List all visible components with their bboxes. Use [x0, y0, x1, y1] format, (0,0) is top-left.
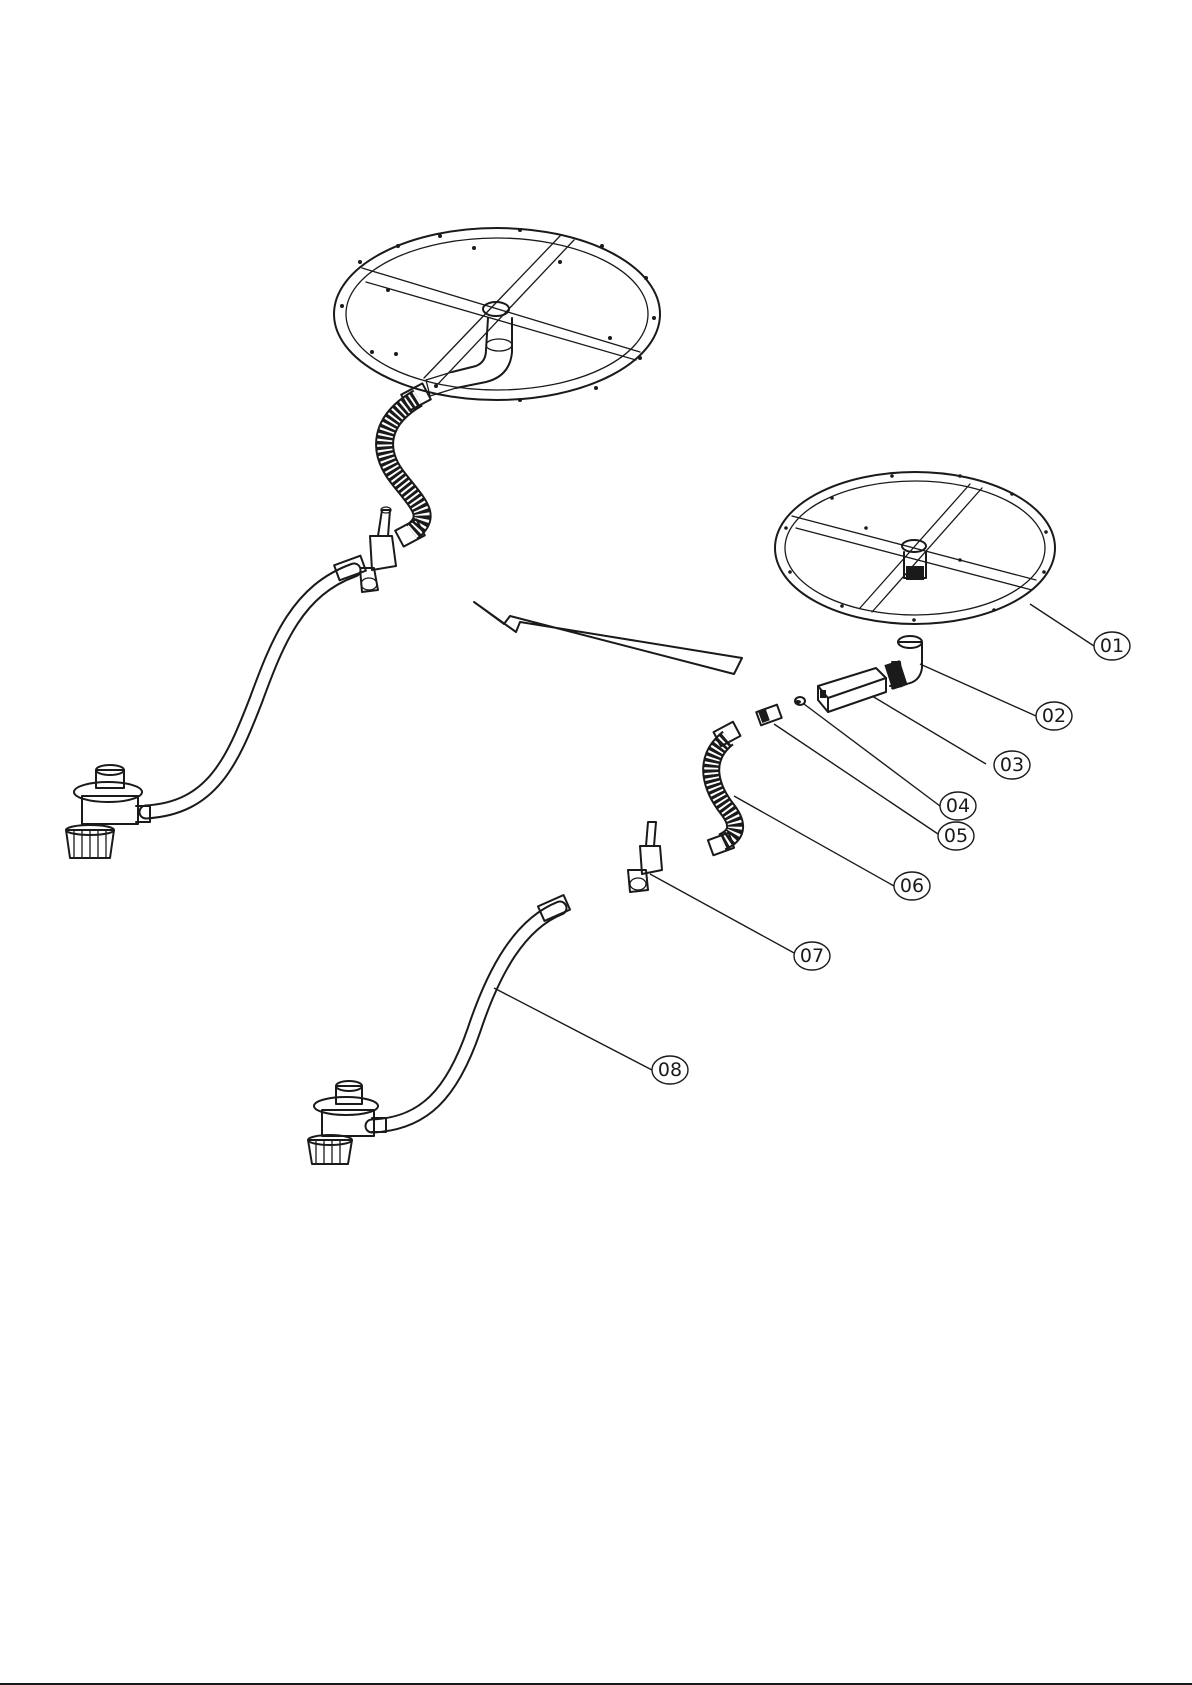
callout-06-label: 06: [900, 875, 924, 897]
leader-lines: [494, 604, 1094, 1070]
assembled-flex-hose: [385, 383, 431, 546]
leader-03: [872, 696, 986, 764]
callout-balloons: 01 02 03 04 05 06 07 08: [652, 632, 1130, 1084]
part-03-square-tube: [818, 668, 886, 712]
leader-01: [1030, 604, 1094, 646]
callout-01: 01: [1094, 632, 1130, 660]
leader-06: [734, 796, 894, 886]
callout-02: 02: [1036, 702, 1072, 730]
callout-04: 04: [940, 792, 976, 820]
callout-07: 07: [794, 942, 830, 970]
callout-01-label: 01: [1100, 635, 1124, 657]
part-06-flex-hose: [708, 722, 741, 856]
part-04-nut: [795, 697, 805, 705]
leader-07: [650, 874, 796, 954]
part-07-valve: [628, 822, 662, 892]
assembled-burner-ring: [334, 228, 660, 402]
callout-07-label: 07: [800, 945, 824, 967]
leader-08: [494, 988, 652, 1070]
callout-02-label: 02: [1042, 705, 1066, 727]
assembled-view: [66, 228, 660, 858]
leader-02: [920, 664, 1036, 716]
part-08-hose-regulator: [308, 895, 570, 1164]
assembled-regulator: [66, 765, 150, 858]
assembled-rubber-hose: [146, 556, 366, 812]
leader-05: [774, 724, 938, 834]
part-01-burner-ring: [775, 472, 1055, 624]
callout-08: 08: [652, 1056, 688, 1084]
callout-06: 06: [894, 872, 930, 900]
callout-03: 03: [994, 751, 1030, 779]
callout-05-label: 05: [944, 825, 968, 847]
part-05-adapter: [756, 705, 781, 726]
callout-03-label: 03: [1000, 754, 1024, 776]
part-02-elbow-fitting: [884, 636, 922, 690]
callout-08-label: 08: [658, 1059, 682, 1081]
callout-05: 05: [938, 822, 974, 850]
leader-04: [804, 704, 940, 806]
assembly-direction-arrow: [474, 602, 742, 674]
assembled-valve: [360, 507, 396, 592]
callout-04-label: 04: [946, 795, 970, 817]
